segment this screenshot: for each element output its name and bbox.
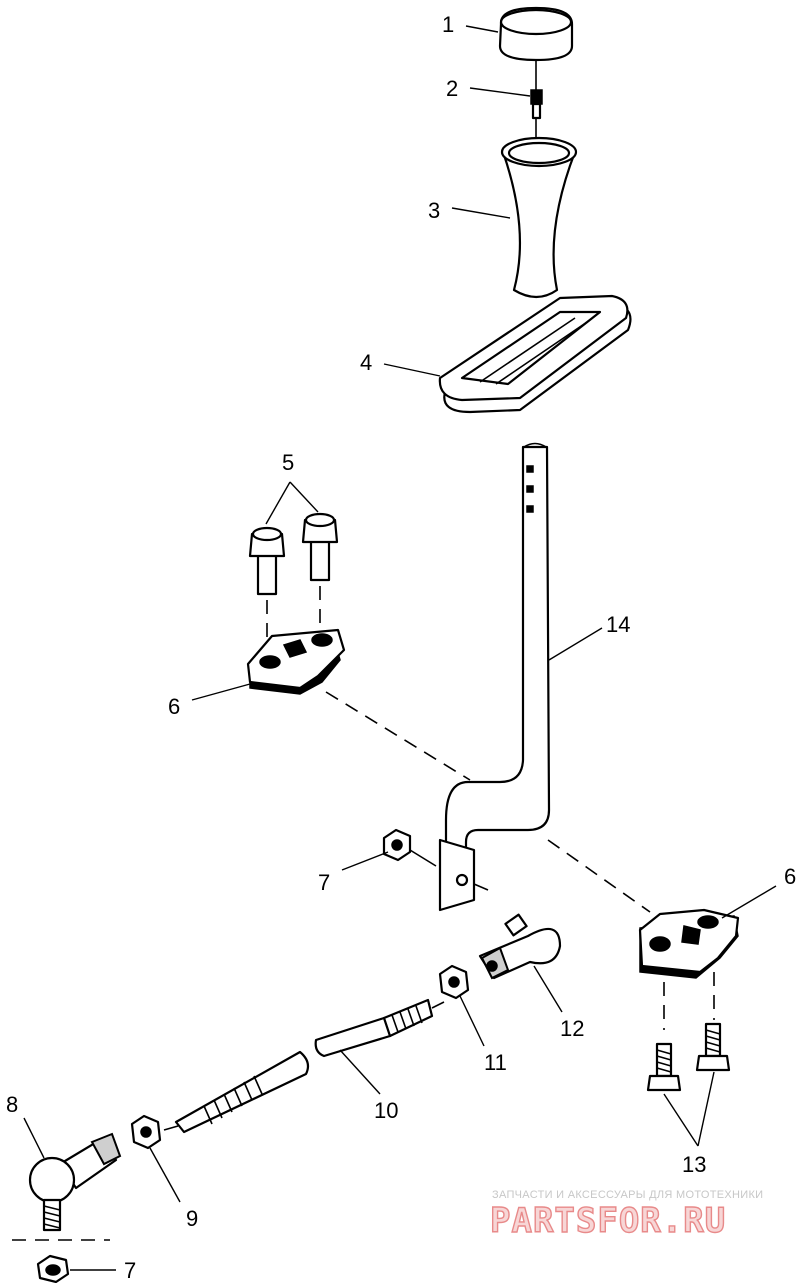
callout-7-lower: 7 bbox=[124, 1258, 136, 1283]
watermark-logo: PARTSFOR.RU bbox=[490, 1201, 726, 1241]
mount-bracket-lower-part bbox=[638, 908, 740, 979]
leader-lines bbox=[23, 25, 777, 1271]
bolts-part bbox=[248, 512, 339, 596]
shift-lever-part bbox=[438, 442, 551, 912]
callout-4: 4 bbox=[360, 350, 372, 375]
nut-upper-axis bbox=[409, 849, 437, 867]
screws-part bbox=[646, 1022, 731, 1092]
shift-handle-part bbox=[500, 136, 578, 299]
callout-13: 13 bbox=[682, 1152, 706, 1177]
callout-3: 3 bbox=[428, 198, 440, 223]
callout-6-lower: 6 bbox=[784, 864, 796, 889]
bracket-lower-guide bbox=[547, 839, 651, 913]
callout-5: 5 bbox=[282, 450, 294, 475]
shift-boot-plate-part bbox=[438, 294, 632, 414]
callout-1: 1 bbox=[442, 12, 454, 37]
jam-nut-part bbox=[438, 964, 470, 1000]
callout-12: 12 bbox=[560, 1016, 584, 1041]
set-screw-part bbox=[530, 89, 543, 120]
nut-upper-part bbox=[382, 828, 412, 862]
bracket-upper-guide bbox=[325, 691, 471, 781]
callout-14: 14 bbox=[606, 612, 630, 637]
callout-11: 11 bbox=[484, 1050, 507, 1075]
shift-rod-part bbox=[163, 998, 445, 1134]
jam-nut-lower-part bbox=[130, 1114, 162, 1150]
watermark-tagline: ЗАПЧАСТИ И АКСЕССУАРЫ ДЛЯ МОТОТЕХНИКИ bbox=[492, 1189, 763, 1201]
callout-7-upper: 7 bbox=[318, 870, 330, 895]
nut-lower-part bbox=[36, 1254, 70, 1283]
callout-10: 10 bbox=[374, 1098, 398, 1123]
lever-end-axis bbox=[473, 883, 489, 891]
mount-bracket-upper-part bbox=[246, 628, 346, 695]
callout-8: 8 bbox=[6, 1092, 18, 1117]
callout-2: 2 bbox=[446, 76, 458, 101]
callout-6-upper: 6 bbox=[168, 694, 180, 719]
knob-cap-part bbox=[498, 6, 574, 62]
ball-joint-lower-part bbox=[28, 1132, 122, 1232]
callout-9: 9 bbox=[186, 1206, 198, 1231]
ball-joint-upper-part bbox=[478, 913, 562, 980]
